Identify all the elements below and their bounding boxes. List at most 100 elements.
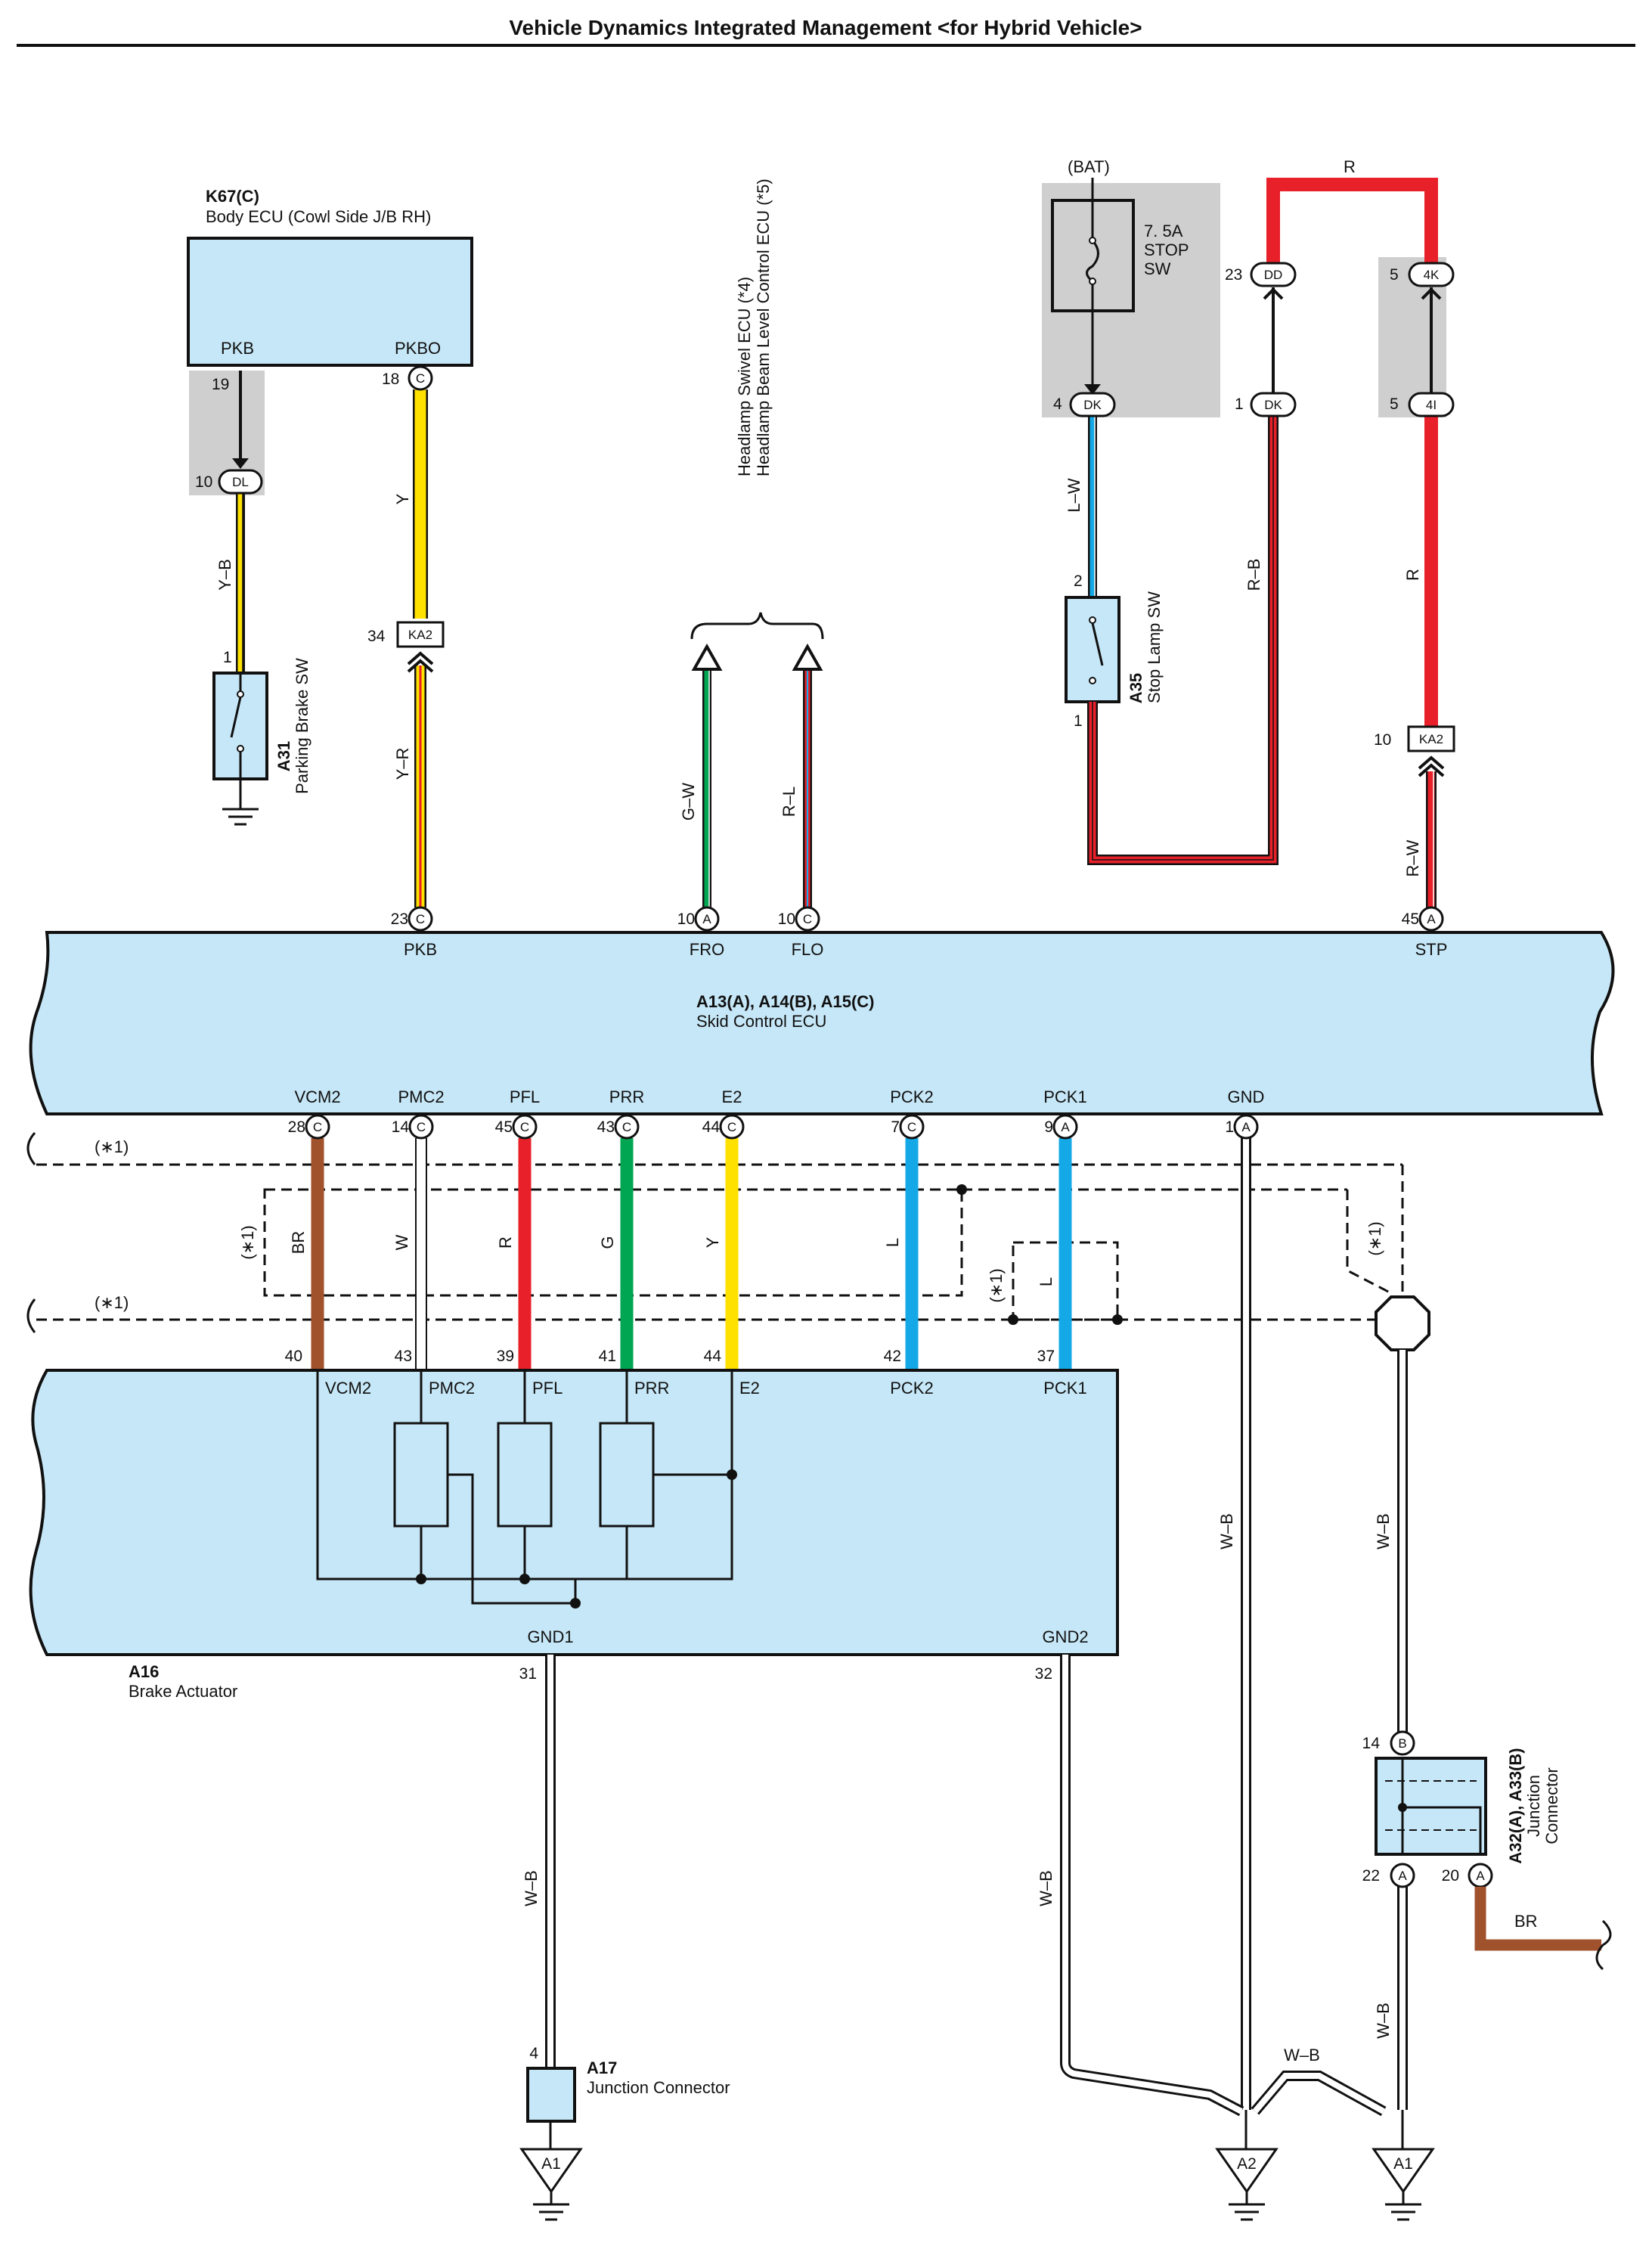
- dk-left-pin: 4: [1053, 396, 1062, 413]
- headlamp-line1: Headlamp Swivel ECU (*4): [735, 277, 754, 476]
- parking-brake-switch: 1 A31 Parking Brake SW: [212, 649, 311, 826]
- ka2-left-id: KA2: [408, 628, 432, 642]
- a32-b-id: B: [1398, 1736, 1406, 1751]
- wire-label-y-r: Y–R: [393, 748, 412, 780]
- a17-name: Junction Connector: [587, 2078, 730, 2097]
- wire-label-r-l: R–L: [780, 786, 798, 817]
- pkb-out-pin: 19: [212, 376, 229, 393]
- svg-text:C: C: [727, 1120, 736, 1134]
- a32-a22-id: A: [1398, 1869, 1407, 1883]
- dk-right-pin: 1: [1235, 396, 1244, 413]
- bundle-wires: BR W R G Y L L W–B W–B: [289, 1138, 1408, 2110]
- skid-ecu-code: A13(A), A14(B), A15(C): [696, 992, 875, 1011]
- skid-top-pin-fro: 10 A FRO: [677, 906, 724, 959]
- act-pin-pck2: 42: [884, 1348, 901, 1365]
- shield-note-right: (∗1): [1365, 1221, 1384, 1255]
- c4i-id: 4I: [1426, 398, 1437, 412]
- skid-pin-name-e2: E2: [722, 1087, 742, 1106]
- svg-text:C: C: [313, 1120, 322, 1134]
- act-label-prr: PRR: [634, 1379, 669, 1398]
- act-pin-e2: 44: [704, 1348, 722, 1365]
- svg-text:A: A: [1427, 912, 1436, 926]
- wire-label-r-w: R–W: [1403, 839, 1422, 876]
- skid-ecu-name: Skid Control ECU: [696, 1012, 826, 1031]
- wire-label-gnd: W–B: [1217, 1513, 1236, 1550]
- svg-text:C: C: [416, 912, 425, 926]
- act-pin-pmc2: 43: [395, 1348, 412, 1365]
- bat-label: (BAT): [1068, 157, 1110, 176]
- dd-pin: 23: [1225, 266, 1242, 284]
- wire-label-br-a32: BR: [1514, 1912, 1538, 1931]
- svg-text:A2: A2: [1237, 2155, 1257, 2173]
- stop-lamp-pin-bottom: 1: [1074, 712, 1083, 730]
- ka2-right-id: KA2: [1419, 732, 1443, 746]
- headlamp-line2: Headlamp Beam Level Control ECU (*5): [754, 178, 773, 476]
- act-label-pck1: PCK1: [1043, 1379, 1086, 1398]
- svg-text:A: A: [702, 912, 711, 926]
- wire-label-r-top: R: [1344, 157, 1356, 176]
- body-ecu-box: [187, 237, 473, 367]
- svg-text:PKB: PKB: [404, 940, 437, 959]
- skid-top-pin-flo: 10 C FLO: [778, 906, 823, 959]
- fuse-rating: 7. 5A: [1144, 222, 1183, 240]
- act-label-pmc2: PMC2: [429, 1379, 475, 1398]
- wire-label-pck1: L: [1037, 1277, 1055, 1286]
- dk-right-id: DK: [1264, 398, 1282, 412]
- svg-text:C: C: [803, 912, 812, 926]
- svg-text:STP: STP: [1415, 940, 1448, 959]
- a32-a20-id: A: [1476, 1869, 1485, 1883]
- wire-label-g-w: G–W: [679, 783, 698, 821]
- wire-label-shield: W–B: [1374, 1513, 1393, 1550]
- body-ecu-name: Body ECU (Cowl Side J/B RH): [206, 207, 431, 226]
- svg-text:10: 10: [677, 910, 695, 928]
- dl-pin: 10: [195, 473, 212, 491]
- shield-note-left: (∗1): [238, 1225, 257, 1259]
- wire-label-cross: W–B: [1284, 2046, 1320, 2065]
- act-label-pfl: PFL: [532, 1379, 563, 1398]
- headlamp-brace: [690, 612, 824, 640]
- wire-label-y-b: Y–B: [215, 559, 234, 591]
- dd-id: DD: [1264, 268, 1283, 282]
- wire-label-gnd1: W–B: [522, 1870, 541, 1906]
- a32-code: A32(A), A33(B): [1506, 1748, 1525, 1863]
- svg-text:43: 43: [597, 1118, 615, 1136]
- act-pin-gnd2: 32: [1035, 1665, 1052, 1683]
- wire-br-a32: [1474, 1887, 1601, 1951]
- pkb-arrow: [232, 458, 249, 469]
- pkb-circuit: 19 Y–B: [212, 371, 249, 673]
- wire-label-l-w: L–W: [1065, 478, 1083, 512]
- svg-text:14: 14: [392, 1118, 410, 1136]
- wire-label-pfl: R: [496, 1236, 515, 1249]
- act-label-gnd2: GND2: [1042, 1627, 1088, 1646]
- a32-name2: Connector: [1542, 1767, 1561, 1844]
- body-ecu: K67(C) Body ECU (Cowl Side J/B RH) PKB P…: [187, 187, 473, 367]
- svg-text:9: 9: [1044, 1118, 1053, 1136]
- junction-a17: 4 A17 Junction Connector: [526, 2045, 730, 2149]
- headlamp-circuit: Headlamp Swivel ECU (*4) Headlamp Beam L…: [679, 178, 824, 907]
- svg-text:45: 45: [495, 1118, 513, 1136]
- page-title: Vehicle Dynamics Integrated Management <…: [509, 16, 1142, 39]
- skid-top-pin-pkb: 23 C PKB: [391, 906, 437, 959]
- top-connectors: 10 DL 18 C 34 KA2 10 KA2 4 DK 1 DK 23 DD…: [195, 262, 1455, 777]
- wire-label-gnd2: W–B: [1037, 1870, 1055, 1906]
- body-ecu-pin-pkb: PKB: [221, 339, 254, 358]
- fuse-name2: SW: [1144, 259, 1171, 278]
- a32-a20-pin: 20: [1442, 1867, 1459, 1885]
- act-pin-pfl: 39: [497, 1348, 514, 1365]
- svg-text:A: A: [1061, 1120, 1070, 1134]
- shield-note-bottom: (∗1): [95, 1293, 129, 1312]
- wire-r-top: [1266, 178, 1438, 272]
- svg-text:1: 1: [1225, 1118, 1234, 1136]
- c4k-id: 4K: [1424, 268, 1440, 282]
- stop-lamp-pin-top: 2: [1074, 572, 1083, 590]
- skid-pin-name-prr: PRR: [609, 1087, 644, 1106]
- wire-label-prr: G: [598, 1236, 617, 1249]
- svg-text:45: 45: [1402, 910, 1419, 928]
- act-label-pck2: PCK2: [890, 1379, 933, 1398]
- dl-id: DL: [232, 475, 249, 489]
